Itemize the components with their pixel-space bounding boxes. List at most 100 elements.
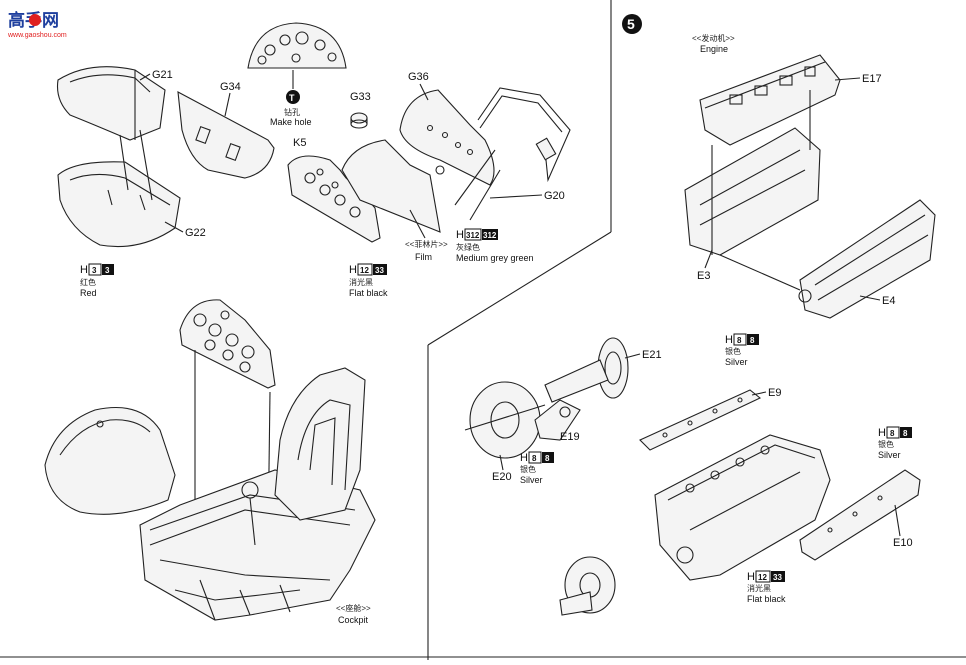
cockpit-seat: [274, 367, 366, 521]
paint-en: Red: [80, 288, 97, 298]
paint-code: 3: [105, 266, 110, 275]
paint-red: H 3 3 红色 Red: [80, 263, 114, 298]
part-e9-rail: [639, 389, 762, 451]
paint-code: 12: [758, 573, 767, 582]
label-e4: E4: [882, 295, 895, 307]
engine-en: Engine: [700, 44, 728, 54]
leader-line: [834, 77, 861, 81]
leader-line: [489, 194, 543, 199]
paint-code: 33: [773, 573, 782, 582]
drill-icon: [286, 90, 300, 104]
leader-line: [751, 391, 767, 396]
film-cn: <<菲林片>>: [405, 239, 448, 249]
label-e21: E21: [642, 349, 662, 361]
paint-code: 312: [483, 231, 497, 240]
part-e21-gear: [544, 337, 629, 403]
paint-grey-green: H 312 312 灰绿色 Medium grey green: [456, 228, 534, 263]
part-film: [341, 139, 441, 233]
step-number: 5: [627, 16, 635, 32]
panel-divider-diagonal-1: [427, 231, 612, 346]
paint-silver-3: H 8 8 银色 Silver: [878, 426, 912, 460]
paint-cn: 银色: [725, 346, 741, 356]
label-g20: G20: [544, 190, 565, 202]
paint-code: 8: [903, 429, 908, 438]
paint-flat-black-2: H 12 33 消光黑 Flat black: [747, 570, 786, 604]
paint-h: H: [456, 229, 464, 241]
label-g36: G36: [408, 71, 429, 83]
paint-cn: 消光黑: [349, 277, 373, 287]
paint-h: H: [349, 264, 357, 276]
part-g36-panel: [399, 89, 495, 186]
paint-en: Medium grey green: [456, 253, 534, 263]
leader-line: [859, 295, 881, 301]
paint-en: Flat black: [349, 288, 388, 298]
leader-line: [894, 504, 901, 537]
paint-silver-2: H 8 8 银色 Silver: [725, 333, 759, 367]
leader-line: [164, 221, 184, 233]
part-e17-cylinder-head: [699, 54, 841, 146]
assembly-guide: [139, 129, 153, 201]
label-e9: E9: [768, 387, 781, 399]
label-e17: E17: [862, 73, 882, 85]
paint-cn: 红色: [80, 277, 96, 287]
label-e19: E19: [560, 431, 580, 443]
paint-flat-black-1: H 12 33 消光黑 Flat black: [349, 263, 388, 298]
engine-cn: <<发动机>>: [692, 33, 735, 43]
leader-line: [499, 454, 504, 471]
cockpit-control-stick: [241, 481, 259, 546]
label-k5: K5: [293, 137, 306, 149]
part-propeller-hub: [559, 556, 616, 616]
paint-cn: 银色: [520, 464, 536, 474]
paint-en: Silver: [520, 475, 543, 485]
part-e10-exhaust: [799, 469, 921, 561]
paint-cn: 消光黑: [747, 583, 771, 593]
part-instrument-panel-top: [247, 22, 347, 69]
label-e10: E10: [893, 537, 913, 549]
part-g21-cowl: [56, 66, 166, 141]
paint-h: H: [747, 571, 755, 583]
paint-en: Flat black: [747, 594, 786, 604]
part-g22-cowl: [57, 161, 181, 248]
label-g21: G21: [152, 69, 173, 81]
label-g22: G22: [185, 227, 206, 239]
part-e3-block: [684, 90, 821, 256]
paint-code: 312: [466, 231, 480, 240]
label-g33: G33: [350, 91, 371, 103]
drill-hole-note: T 钻孔 Make hole: [270, 70, 312, 127]
leader-line: [704, 249, 713, 269]
label-g34: G34: [220, 81, 241, 93]
leader-line: [139, 73, 151, 81]
watermark-sub: www.gaoshou.com: [7, 32, 67, 39]
label-e3: E3: [697, 270, 710, 282]
drill-en: Make hole: [270, 117, 312, 127]
cockpit-cowl: [44, 406, 176, 515]
watermark-logo-icon: [29, 14, 41, 26]
paint-en: Silver: [725, 357, 748, 367]
paint-cn: 灰绿色: [456, 242, 480, 252]
paint-h: H: [725, 334, 733, 346]
part-e19-crank: [534, 399, 581, 441]
leader-line: [409, 209, 426, 239]
paint-h: H: [520, 452, 528, 464]
film-en: Film: [415, 252, 432, 262]
drill-cn: 钻孔: [284, 107, 300, 117]
paint-code: 8: [750, 336, 755, 345]
leader-line: [624, 353, 641, 359]
part-e20-disc: [464, 381, 546, 459]
leader-line: [224, 92, 231, 117]
paint-code: 3: [92, 266, 97, 275]
paint-code: 8: [890, 429, 895, 438]
paint-silver-1: H 8 8 银色 Silver: [520, 451, 554, 485]
drill-symbol: T: [289, 93, 295, 103]
paint-code: 8: [532, 454, 537, 463]
part-k5-panel: [287, 155, 381, 243]
part-e4-block: [719, 199, 936, 319]
engine-assembly: [654, 434, 831, 581]
cockpit-instrument-panel: [179, 299, 276, 389]
paint-code: 8: [545, 454, 550, 463]
cockpit-en: Cockpit: [338, 615, 369, 625]
leader-line: [419, 83, 429, 101]
paint-code: 12: [360, 266, 369, 275]
